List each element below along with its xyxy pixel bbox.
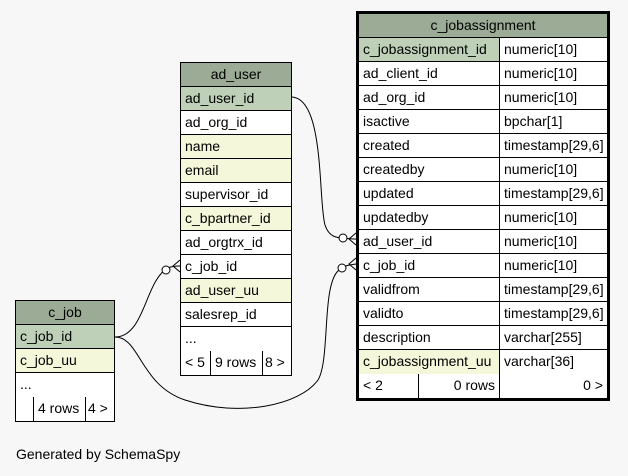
- footer-parents[interactable]: [16, 397, 34, 421]
- column-name[interactable]: createdby: [359, 158, 500, 181]
- column-type: numeric[10]: [500, 86, 607, 109]
- column-name[interactable]: ad_orgtrx_id: [181, 231, 291, 254]
- column-row: c_job_id: [181, 255, 291, 279]
- column-name[interactable]: c_job_id: [359, 254, 500, 277]
- table-title[interactable]: c_jobassignment: [359, 14, 607, 38]
- column-name[interactable]: ad_org_id: [181, 111, 291, 134]
- column-name[interactable]: description: [359, 326, 500, 349]
- column-name[interactable]: ad_user_id: [359, 230, 500, 253]
- column-name[interactable]: name: [181, 135, 291, 158]
- footer-row-count: 0 rows: [419, 374, 500, 398]
- column-type: numeric[10]: [500, 254, 607, 277]
- column-row: ...: [16, 373, 114, 397]
- column-name[interactable]: salesrep_id: [181, 303, 291, 326]
- column-name[interactable]: supervisor_id: [181, 183, 291, 206]
- link-c-job-jobassignment-crowfoot: [348, 257, 357, 271]
- link-c-job-to-ad-user: [114, 265, 181, 338]
- link-c-job-jobassignment-optional-marker: [337, 263, 347, 273]
- column-type: bpchar[1]: [500, 110, 607, 133]
- column-type: timestamp[29,6]: [500, 278, 607, 301]
- column-name[interactable]: ad_org_id: [359, 86, 500, 109]
- column-type: timestamp[29,6]: [500, 134, 607, 157]
- column-row: supervisor_id: [181, 183, 291, 207]
- column-row: email: [181, 159, 291, 183]
- column-name[interactable]: updated: [359, 182, 500, 205]
- column-name[interactable]: ad_user_id: [181, 87, 291, 110]
- column-name[interactable]: c_job_uu: [16, 349, 114, 372]
- column-row: ad_orgtrx_id: [181, 231, 291, 255]
- footer-children[interactable]: 0 >: [583, 377, 603, 393]
- column-row: ad_user_id: [181, 87, 291, 111]
- link-c-job-to-jobassignment: [114, 263, 357, 409]
- column-row: ...: [181, 327, 291, 351]
- column-name[interactable]: c_jobassignment_id: [359, 38, 500, 61]
- column-name[interactable]: email: [181, 159, 291, 182]
- column-row: ad_org_id: [181, 111, 291, 135]
- column-row: ad_user_uu: [181, 279, 291, 303]
- table-footer: < 2 0 rows 0 >: [359, 374, 607, 398]
- column-name[interactable]: validto: [359, 302, 500, 325]
- column-name[interactable]: c_bpartner_id: [181, 207, 291, 230]
- column-name[interactable]: ad_user_uu: [181, 279, 291, 302]
- footer-parents[interactable]: < 5: [181, 351, 211, 375]
- column-row: c_bpartner_id: [181, 207, 291, 231]
- column-name[interactable]: created: [359, 134, 500, 157]
- footer-children[interactable]: 8 >: [265, 354, 285, 370]
- link-c-job-ad-user-crowfoot: [172, 259, 181, 273]
- column-row: name: [181, 135, 291, 159]
- table-footer: < 5 9 rows 8 >: [181, 351, 291, 375]
- footer-parents[interactable]: < 2: [359, 374, 419, 398]
- footer-row-count: 9 rows: [211, 351, 263, 375]
- column-row: salesrep_id: [181, 303, 291, 327]
- link-ad-user-crowfoot: [348, 232, 357, 246]
- column-type: numeric[10]: [500, 158, 607, 181]
- link-c-job-ad-user-optional-marker: [161, 265, 171, 275]
- link-ad-user-to-jobassignment: [290, 96, 357, 240]
- column-name[interactable]: c_job_id: [181, 255, 291, 278]
- column-type: timestamp[29,6]: [500, 302, 607, 325]
- table-footer: 4 rows 4 >: [16, 397, 114, 421]
- column-name[interactable]: isactive: [359, 110, 500, 133]
- column-type: varchar[255]: [500, 326, 607, 349]
- column-name[interactable]: validfrom: [359, 278, 500, 301]
- table-title[interactable]: c_job: [16, 301, 114, 325]
- column-type: numeric[10]: [500, 230, 607, 253]
- column-name[interactable]: c_jobassignment_uu: [359, 350, 500, 374]
- column-name[interactable]: ...: [16, 373, 114, 397]
- table-title[interactable]: ad_user: [181, 63, 291, 87]
- column-type: timestamp[29,6]: [500, 182, 607, 205]
- column-type: numeric[10]: [500, 38, 607, 61]
- column-name[interactable]: ...: [181, 327, 291, 351]
- link-ad-user-optional-marker: [338, 233, 348, 243]
- column-type: varchar[36]: [500, 350, 607, 374]
- column-row: c_job_uu: [16, 349, 114, 373]
- generated-by-credit: Generated by SchemaSpy: [16, 446, 181, 462]
- column-type: numeric[10]: [500, 62, 607, 85]
- column-name[interactable]: ad_client_id: [359, 62, 500, 85]
- column-row: c_job_id: [16, 325, 114, 349]
- column-type: numeric[10]: [500, 206, 607, 229]
- footer-row-count: 4 rows: [34, 397, 86, 421]
- column-name[interactable]: updatedby: [359, 206, 500, 229]
- footer-children[interactable]: 4 >: [88, 400, 108, 416]
- column-name[interactable]: c_job_id: [16, 325, 114, 348]
